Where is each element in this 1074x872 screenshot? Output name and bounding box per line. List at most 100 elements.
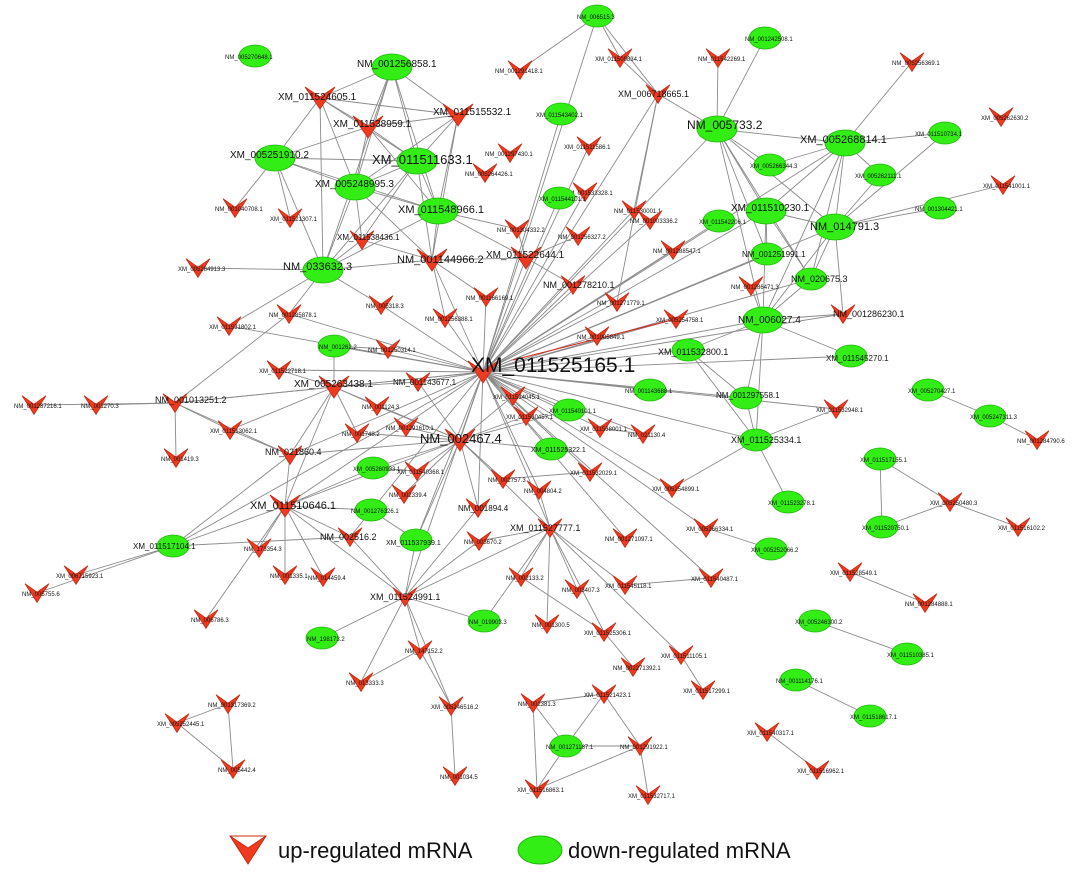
network-edge [619,57,659,95]
up-arrow-icon [637,210,663,231]
node-label: NM_003670.2 [464,540,502,546]
up-arrow-icon [217,420,243,441]
up-arrow-icon [537,518,563,539]
up-arrow-icon [83,395,109,416]
network-edge [549,527,626,586]
node-label: XM_011524991.1 [370,592,440,602]
up-arrow-icon [364,396,390,417]
node-label: NM_001144966.2 [397,254,484,266]
up-arrow-icon [404,461,430,482]
up-regulated-node: NM_001271097.1 [605,528,653,549]
up-arrow-icon [349,230,375,251]
up-regulated-node: XM_011516863.1 [517,779,565,800]
network-edge [404,527,551,598]
up-regulated-node: XM_011540317.1 [747,722,795,743]
down-regulated-node: XM_011517104.1 [133,534,196,558]
up-regulated-node: NM_001288547.1 [653,240,701,261]
network-edge [482,371,540,491]
network-edge [417,381,461,441]
up-arrow-icon [804,760,830,781]
up-regulated-node: NM_001278210.1 [543,275,615,296]
up-regulated-node: NM_005318.3 [366,295,404,316]
node-label: NM_002339.4 [389,493,427,499]
network-edge [810,142,846,280]
network-edge [33,402,176,406]
node-label: NM_006515.3 [577,15,615,21]
up-arrow-icon [630,424,656,445]
up-regulated-node: XM_011532948.1 [816,399,864,420]
network-edge [319,97,324,271]
up-regulated-node: XM_005264913.3 [178,258,226,279]
node-label: NM_001166169.1 [466,296,514,302]
up-arrow-icon [990,175,1016,196]
up-arrow-icon [510,246,542,270]
up-arrow-icon [520,693,546,714]
down-regulated-node: NM_006027.4 [738,306,801,334]
down-regulated-node: NM_020675.3 [791,267,848,291]
up-regulated-node: XM_011541001.1 [983,175,1031,196]
network-edge [482,371,673,489]
node-label: XM_005262111.1 [855,174,902,180]
up-regulated-node: NM_001284790.6 [1017,430,1065,451]
network-edge [482,145,590,373]
up-arrow-icon [705,48,731,69]
up-arrow-icon [407,640,433,661]
down-ellipse-icon [633,378,667,402]
up-regulated-node: XM_011534045.1 [493,386,541,407]
up-regulated-node: NM_001040708.1 [215,198,263,219]
up-arrow-icon [534,614,560,635]
node-label: XM_011545270.1 [826,354,889,363]
node-label: XM_011530457.1 [506,415,554,421]
down-ellipse-icon [742,306,784,334]
up-arrow-icon [690,680,716,701]
up-regulated-node: XM_011517299.1 [683,680,731,701]
up-arrow-icon [348,672,374,693]
up-arrow-icon [612,575,638,596]
up-arrow-icon [504,219,530,240]
node-label: XM_011537939.1 [386,540,441,547]
up-regulated-node: NM_001003336.2 [630,210,678,231]
down-regulated-node: XM_011544101.1 [539,186,587,210]
network-edge [482,113,562,373]
network-edge [549,527,605,633]
node-label: NM_001124.3 [362,405,400,411]
node-label: XM_011540368.1 [397,470,445,476]
node-label: NM_001284888.1 [905,602,953,608]
up-arrow-icon [524,779,550,800]
network-edge [482,278,812,373]
node-label: NM_001271187.1 [546,745,594,751]
network-edge [520,527,551,578]
network-edge [354,186,433,261]
up-arrow-icon [565,226,591,247]
up-arrow-icon [216,316,242,337]
network-edge [431,257,527,261]
network-edge [284,505,351,538]
down-ellipse-icon [973,404,1007,428]
node-label: XM_011538959.1 [333,119,412,130]
network-edge [482,371,570,411]
node-label: NM_014459.4 [308,576,346,582]
node-label: NM_001256327.2 [558,235,606,241]
up-regulated-node: XM_011510646.1 [250,494,336,518]
up-regulated-node: NM_001286471.3 [731,276,779,297]
node-label: NM_003407.3 [562,588,600,594]
up-arrow-icon [591,622,617,643]
node-label: XM_011534045.1 [493,395,541,401]
up-arrow-icon [572,182,598,203]
network-edge [361,239,433,261]
node-label: XM_011515532.1 [433,107,512,118]
down-regulated-node: NM_198173.2 [305,626,345,650]
up-regulated-node: XM_011525306.1 [584,622,632,643]
node-label: XM_011517299.1 [683,689,731,695]
node-label: NM_002271392.1 [613,666,661,672]
node-label: NM_011542269.1 [698,57,746,63]
down-regulated-node: XM_011518617.1 [850,704,898,728]
node-label: XM_011517155.1 [860,458,908,464]
down-ellipse-icon [534,437,568,461]
network-edge [482,296,487,373]
down-regulated-node: XM_011510385.1 [887,642,935,666]
node-label: XM_011525165.1 [471,354,635,377]
down-regulated-node: NM_006515.3 [577,4,615,28]
node-label: NM_005733.2 [687,118,763,132]
node-label: XM_005254758.1 [656,318,704,324]
